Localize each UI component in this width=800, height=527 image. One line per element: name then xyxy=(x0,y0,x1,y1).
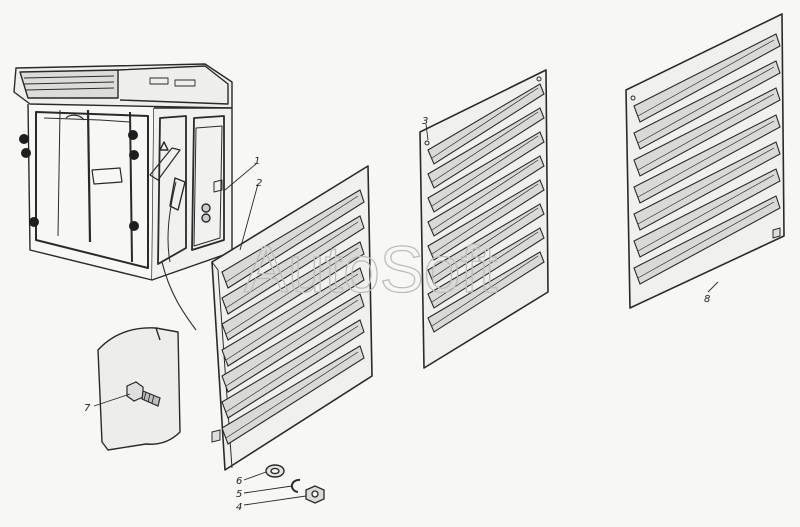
louver-slat xyxy=(633,87,781,177)
cab-assembly xyxy=(13,63,233,331)
louver-slat-edge xyxy=(637,174,775,252)
louver-slat xyxy=(427,227,545,309)
callout-8: 8 xyxy=(704,294,710,305)
louver-slat xyxy=(633,33,781,123)
louver-slat-edge xyxy=(225,351,359,439)
louver-slat xyxy=(427,131,545,213)
callout-6: 6 xyxy=(236,476,242,487)
louver-slat xyxy=(221,319,365,419)
louver-slat xyxy=(427,203,545,285)
callout-3: 3 xyxy=(422,116,428,127)
louver-slat xyxy=(427,107,545,189)
louver-slat-edge xyxy=(431,183,539,255)
louver-slat xyxy=(427,83,545,165)
callout-7: 7 xyxy=(84,403,91,414)
louver-slat-edge xyxy=(637,201,775,279)
callout-1: 1 xyxy=(254,156,260,167)
bolt-part-7 xyxy=(126,381,161,407)
louver-slat xyxy=(427,251,545,333)
louver-slat-edge xyxy=(431,207,539,279)
louver-slat-edge xyxy=(431,87,539,159)
louver-slat xyxy=(427,155,545,237)
louver-slat-edge xyxy=(637,93,775,171)
washer-part-6 xyxy=(265,464,285,478)
louver-slat-edge xyxy=(431,159,539,231)
watermark-text: AutoSoft xyxy=(244,232,497,306)
louver-slat-edge xyxy=(637,120,775,198)
louver-slat xyxy=(633,60,781,150)
louver-slat-edge xyxy=(637,66,775,144)
spring-washer-part-5 xyxy=(290,478,301,493)
louver-slat xyxy=(221,189,365,289)
louver-slat-edge xyxy=(225,325,359,413)
louver-slat-edge xyxy=(637,147,775,225)
louver-slat xyxy=(221,293,365,393)
louver-slat-edge xyxy=(225,247,359,335)
louver-slat-edge xyxy=(225,299,359,387)
louver-slat-edge xyxy=(225,273,359,361)
louver-slat-edge xyxy=(431,231,539,303)
louver-slat-edge xyxy=(431,135,539,207)
louver-panel-8 xyxy=(625,13,785,309)
louver-slat-edge xyxy=(637,39,775,117)
louver-slat-edge xyxy=(225,195,359,283)
louver-slat xyxy=(427,179,545,261)
louver-slat xyxy=(221,267,365,367)
louver-slat xyxy=(633,195,781,285)
louver-panel-2 xyxy=(211,165,373,471)
louver-slat-edge xyxy=(431,111,539,183)
callout-2: 2 xyxy=(256,178,262,189)
louver-slat xyxy=(221,215,365,315)
louver-slat xyxy=(633,114,781,204)
louver-panel-3 xyxy=(419,69,549,369)
callout-4: 4 xyxy=(236,502,242,513)
louver-slat-edge xyxy=(225,221,359,309)
louver-slat xyxy=(633,168,781,258)
callout-leaders xyxy=(93,123,719,506)
callout-5: 5 xyxy=(236,489,242,500)
louver-slat xyxy=(221,345,365,445)
nut-part-4 xyxy=(305,485,325,504)
louver-slat xyxy=(221,241,365,341)
louver-slat xyxy=(633,141,781,231)
louver-slat-edge xyxy=(431,255,539,327)
